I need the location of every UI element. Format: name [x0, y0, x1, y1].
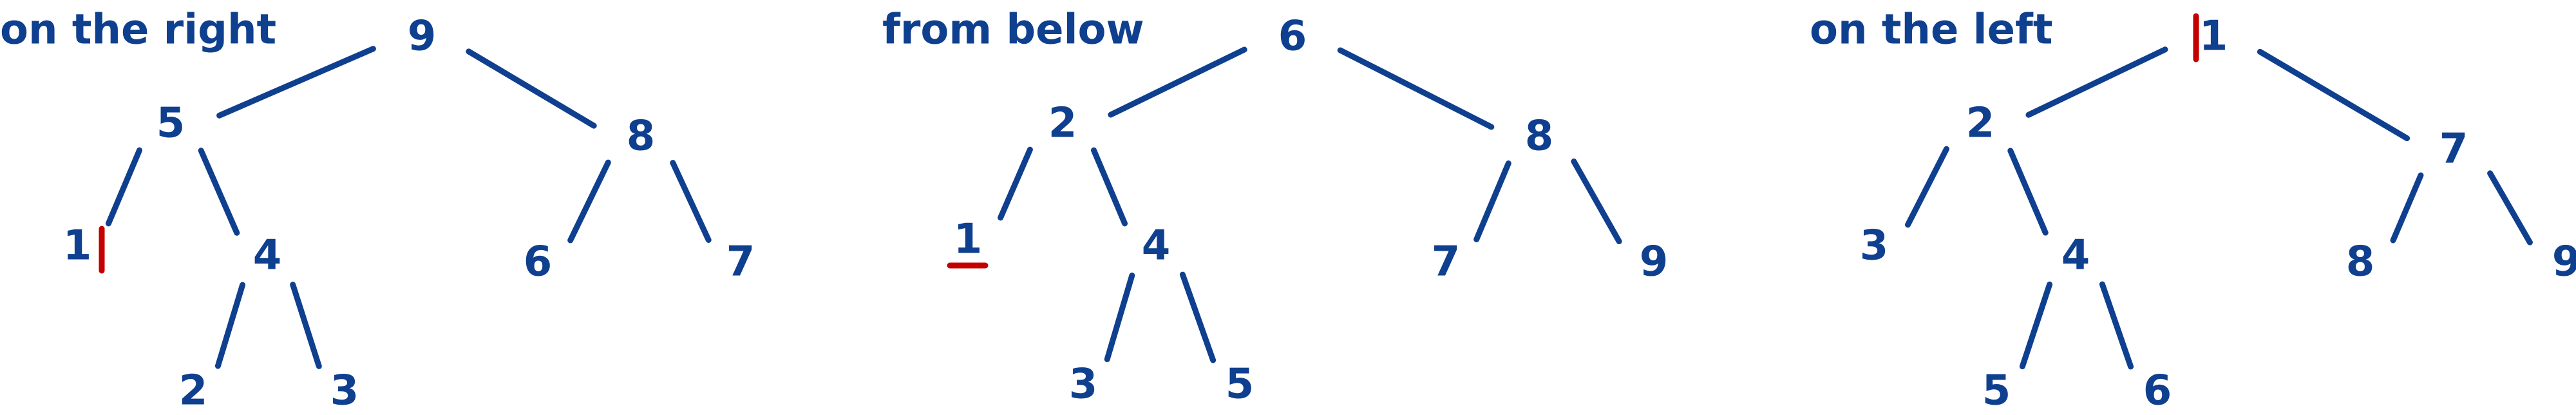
- tree-node-r: 8: [627, 113, 656, 160]
- panel-title: on the left: [1810, 6, 2052, 54]
- tree-edge-root-r: [1337, 47, 1495, 130]
- tree-edge-r-rl: [2390, 172, 2424, 244]
- tree-node-lrl: 2: [179, 367, 208, 415]
- tree-edge-r-rr: [670, 160, 712, 243]
- tree-node-lrl: 5: [1982, 367, 2011, 415]
- tree-node-rr: 9: [1640, 238, 1669, 286]
- panel-title: on the right: [0, 6, 276, 54]
- tree-edge-l-ll: [106, 147, 142, 227]
- tree-edge-l-ll: [1905, 146, 1949, 228]
- tree-edge-r-rl: [567, 159, 611, 244]
- tree-edge-lr-lrr: [290, 282, 322, 369]
- tree-node-rr: 7: [726, 238, 755, 286]
- tree-edge-root-l: [1108, 46, 1247, 118]
- tree-edge-lr-lrr: [2099, 281, 2134, 370]
- tree-node-root: 1: [2199, 13, 2228, 61]
- tree-node-rr: 9: [2552, 238, 2576, 286]
- tree-node-l: 2: [1966, 100, 1995, 148]
- tree-edge-l-ll: [998, 146, 1033, 221]
- tree-edge-lr-lrl: [2019, 281, 2053, 370]
- tree-node-ll: 1: [954, 216, 983, 264]
- tree-node-root: 6: [1278, 13, 1307, 61]
- tree-edge-r-rr: [2487, 170, 2533, 246]
- tree-edge-root-r: [2257, 48, 2410, 142]
- tree-node-lr: 4: [253, 232, 282, 280]
- tree-edge-lr-lrl: [1104, 273, 1135, 362]
- tree-node-r: 8: [1525, 113, 1554, 160]
- tree-node-lrr: 3: [330, 367, 359, 415]
- tree-edge-r-rl: [1473, 160, 1511, 242]
- panel-on-the-left: on the left 1 2 7 3 4 8 9 5 6: [1810, 6, 2576, 415]
- tree-node-lr: 4: [2061, 232, 2090, 280]
- tree-node-lr: 4: [1142, 222, 1171, 270]
- tree-node-rl: 7: [1432, 238, 1461, 286]
- tree-edge-lr-lrr: [1179, 271, 1217, 363]
- panel-title: from below: [882, 6, 1144, 54]
- tree-node-lrr: 6: [2143, 367, 2172, 415]
- tree-node-rl: 6: [524, 238, 553, 286]
- tree-edge-l-lr: [1091, 147, 1128, 227]
- tree-node-root: 9: [408, 13, 437, 61]
- tree-edge-l-lr: [198, 148, 240, 236]
- tree-node-ll: 1: [63, 222, 92, 270]
- tree-node-l: 5: [156, 100, 185, 148]
- tree-edge-root-r: [466, 48, 597, 129]
- tree-node-rl: 8: [2346, 238, 2375, 286]
- tree-edge-l-lr: [2007, 148, 2049, 236]
- panel-on-the-right: on the right 9 5 8 1 4 6 7 2 3: [0, 6, 755, 415]
- tree-edge-root-l: [216, 46, 376, 119]
- tree-edge-r-rr: [1571, 159, 1622, 244]
- tree-edge-root-l: [2025, 46, 2168, 118]
- tree-node-ll: 3: [1860, 222, 1889, 270]
- tree-node-r: 7: [2439, 126, 2468, 173]
- tree-node-l: 2: [1048, 100, 1077, 148]
- tree-edge-lr-lrl: [214, 282, 246, 369]
- tree-node-lrr: 5: [1226, 361, 1255, 409]
- tree-node-lrl: 3: [1069, 361, 1098, 409]
